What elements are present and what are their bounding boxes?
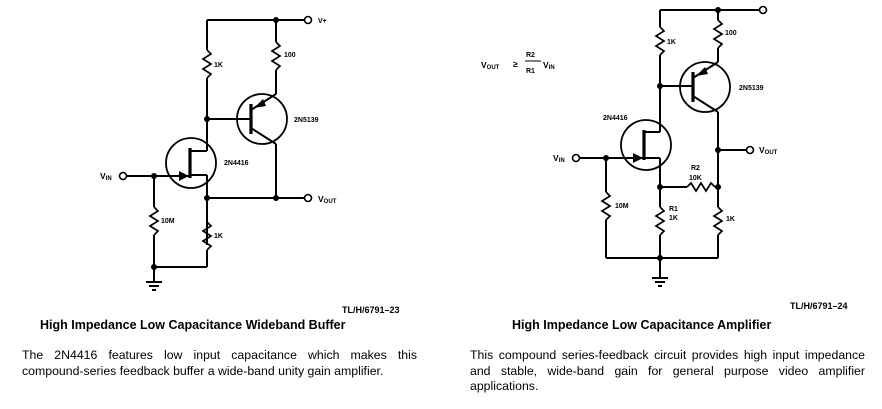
svg-text:VIN: VIN xyxy=(543,60,555,71)
vin-terminal xyxy=(118,171,128,181)
equation-vout-sub: OUT xyxy=(487,65,500,71)
gain-equation: VOUT ≥ R2 R1 VIN xyxy=(481,52,555,75)
resistor-10m-label: 10M xyxy=(161,218,175,225)
junction-dot xyxy=(273,195,279,201)
resistor-100 xyxy=(712,19,724,49)
resistor-10m-label: 10M xyxy=(615,203,629,210)
resistor-1k-top xyxy=(201,49,213,79)
ground-icon xyxy=(652,277,668,287)
equation-denominator: R1 xyxy=(526,68,535,75)
wideband-buffer-schematic: V+ 1K 100 2N5139 2N4416 xyxy=(100,15,337,291)
resistor-1k-bottom-label: 1K xyxy=(214,233,223,240)
svg-text:VIN: VIN xyxy=(553,153,565,164)
svg-text:VOUT: VOUT xyxy=(481,60,500,71)
resistor-10m xyxy=(148,206,160,236)
transistor-2n4416-label: 2N4416 xyxy=(224,160,249,167)
vout-label-sub: OUT xyxy=(324,199,337,205)
figure-description: The 2N4416 features low input capacitanc… xyxy=(22,348,417,378)
equation-vin: V xyxy=(543,60,549,70)
vout-terminal xyxy=(745,145,755,155)
transistor-2n4416-label: 2N4416 xyxy=(603,115,628,122)
resistor-1k-top-label: 1K xyxy=(214,62,223,69)
junction-dot xyxy=(151,264,157,270)
equation-vin-sub: IN xyxy=(549,65,555,71)
vplus-label: V+ xyxy=(318,18,327,25)
resistor-10m xyxy=(600,191,612,221)
figure-description: This compound series-feedback circuit pr… xyxy=(470,348,865,393)
junction-dot xyxy=(715,147,721,153)
ground-icon xyxy=(146,281,162,291)
resistor-r2-value: 10K xyxy=(689,175,702,182)
resistor-1k-top xyxy=(654,26,666,56)
equation-vout: V xyxy=(481,60,487,70)
resistor-r1 xyxy=(654,206,666,236)
vin-terminal xyxy=(571,153,581,163)
resistor-1k-bottom xyxy=(201,221,213,251)
vout-label: V xyxy=(318,194,324,204)
right-figure: VOUT ≥ R2 R1 VIN 1K 100 2N5139 xyxy=(441,0,882,409)
figure-title: High Impedance Low Capacitance Wideband … xyxy=(40,318,346,332)
transistor-2n4416 xyxy=(165,137,217,189)
transistor-2n5139-label: 2N5139 xyxy=(739,85,764,92)
vin-label: V xyxy=(100,171,106,181)
junction-dot xyxy=(204,116,210,122)
amplifier-schematic: VOUT ≥ R2 R1 VIN 1K 100 2N5139 xyxy=(481,5,778,287)
resistor-r2-name: R2 xyxy=(691,165,700,172)
vout-label-sub: OUT xyxy=(765,150,778,156)
junction-dot xyxy=(204,195,210,201)
figure-id: TL/H/6791–23 xyxy=(342,305,400,315)
resistor-100-label: 100 xyxy=(725,30,737,37)
resistor-r1-name: R1 xyxy=(669,206,678,213)
resistor-1k-top-label: 1K xyxy=(667,39,676,46)
svg-text:VOUT: VOUT xyxy=(318,194,337,205)
figure-title: High Impedance Low Capacitance Amplifier xyxy=(512,318,772,332)
vout-label: V xyxy=(759,145,765,155)
svg-text:VIN: VIN xyxy=(100,171,112,182)
transistor-2n4416 xyxy=(620,119,672,171)
vplus-terminal xyxy=(303,15,313,25)
resistor-r2 xyxy=(686,181,716,193)
vout-terminal xyxy=(303,193,313,203)
svg-text:VOUT: VOUT xyxy=(759,145,778,156)
resistor-1k-right xyxy=(712,206,724,236)
resistor-100-label: 100 xyxy=(284,52,296,59)
equation-numerator: R2 xyxy=(526,52,535,59)
vin-label: V xyxy=(553,153,559,163)
equation-ge-sign: ≥ xyxy=(513,59,518,69)
junction-dot xyxy=(715,184,721,190)
transistor-2n5139-label: 2N5139 xyxy=(294,117,319,124)
resistor-1k-right-label: 1K xyxy=(726,216,735,223)
left-figure: V+ 1K 100 2N5139 2N4416 xyxy=(22,15,417,378)
vin-label-sub: IN xyxy=(559,158,565,164)
vin-label-sub: IN xyxy=(106,176,112,182)
vplus-terminal xyxy=(758,5,768,15)
resistor-r1-value: 1K xyxy=(669,215,678,222)
figure-id: TL/H/6791–24 xyxy=(790,301,848,311)
resistor-100 xyxy=(270,41,282,71)
